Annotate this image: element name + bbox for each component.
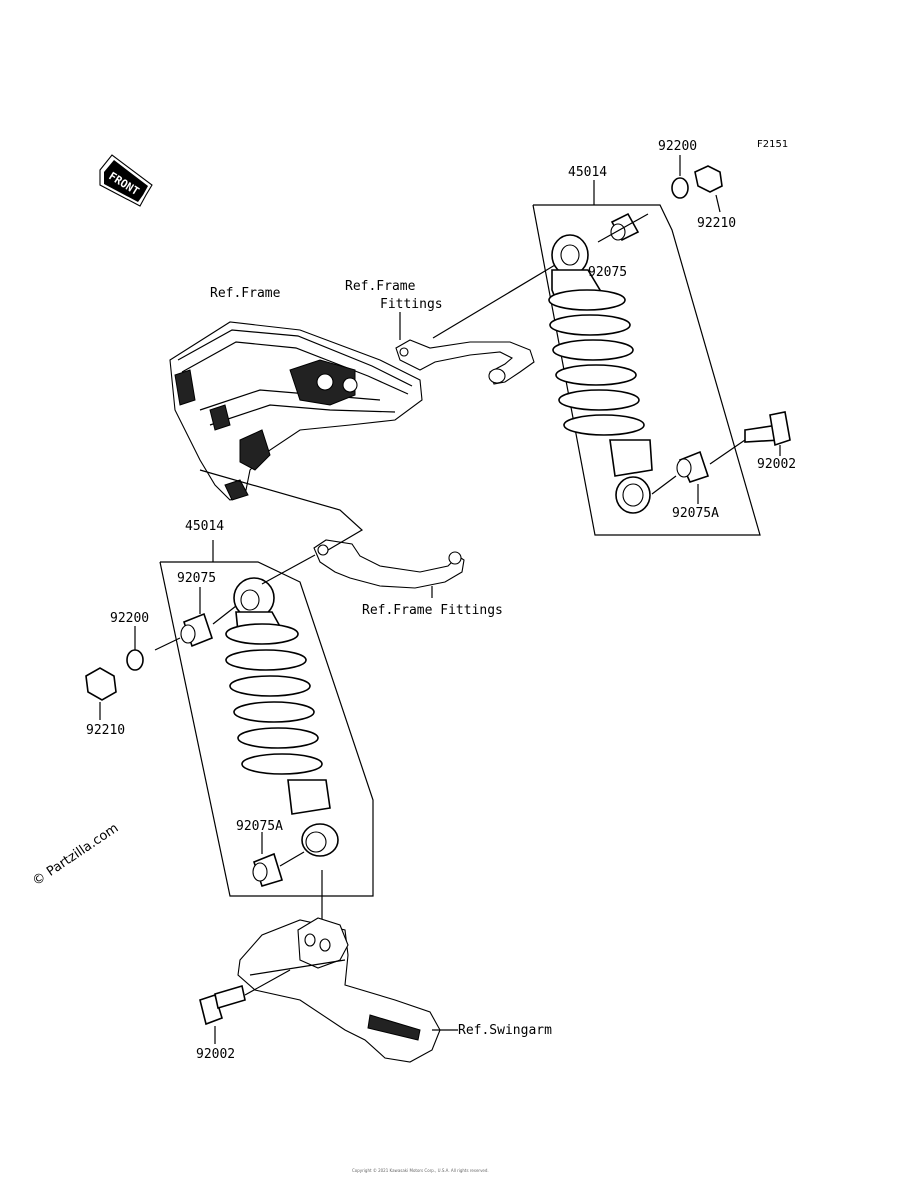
ref-frame-label: Ref.Frame	[210, 286, 281, 301]
left-shock-assembly	[85, 540, 374, 940]
ref-frame-fittings-top-label-1: Ref.Frame	[345, 279, 416, 294]
left-nut-part-number[interactable]: 92210	[86, 723, 125, 738]
right-bolt-part-number[interactable]: 92002	[757, 457, 796, 472]
watermark: © Partzilla.com	[30, 821, 122, 890]
right-nut-part-number[interactable]: 92210	[697, 216, 736, 231]
left-washer-icon	[126, 649, 144, 671]
left-washer-part-number[interactable]: 92200	[110, 611, 149, 626]
right-washer-part-number[interactable]: 92200	[658, 139, 697, 154]
right-bushing-bottom-part-number[interactable]: 92075A	[672, 506, 719, 521]
footer-copyright: Copyright © 2021 Kawasaki Motors Corp., …	[352, 1168, 489, 1173]
left-shock-part-number[interactable]: 45014	[185, 519, 224, 534]
swingarm-drawing	[199, 917, 458, 1063]
left-bushing-bottom-part-number[interactable]: 92075A	[236, 819, 283, 834]
front-arrow-icon: FRONT	[99, 154, 153, 207]
left-bushing-top-part-number[interactable]: 92075	[177, 571, 216, 586]
frame-drawing	[169, 321, 423, 501]
ref-swingarm-label: Ref.Swingarm	[458, 1023, 552, 1038]
right-bushing-top-part-number[interactable]: 92075	[588, 265, 627, 280]
left-shock-spring	[225, 623, 323, 775]
ref-frame-fittings-left-label: Ref.Frame Fittings	[362, 603, 503, 618]
ref-frame-fittings-top-label-2: Fittings	[380, 297, 443, 312]
right-washer-icon	[671, 177, 689, 199]
left-bolt-part-number[interactable]: 92002	[196, 1047, 235, 1062]
left-bolt-icon	[199, 984, 246, 1026]
diagram-id: F2151	[757, 139, 788, 150]
right-shock-assembly	[432, 155, 791, 536]
left-nut-icon	[85, 667, 117, 701]
right-nut-icon	[694, 165, 723, 193]
right-shock-spring	[548, 289, 645, 436]
frame-fitting-left	[313, 539, 465, 589]
frame-fitting-top	[395, 339, 535, 385]
right-bolt-icon	[744, 411, 791, 447]
right-shock-part-number[interactable]: 45014	[568, 165, 607, 180]
